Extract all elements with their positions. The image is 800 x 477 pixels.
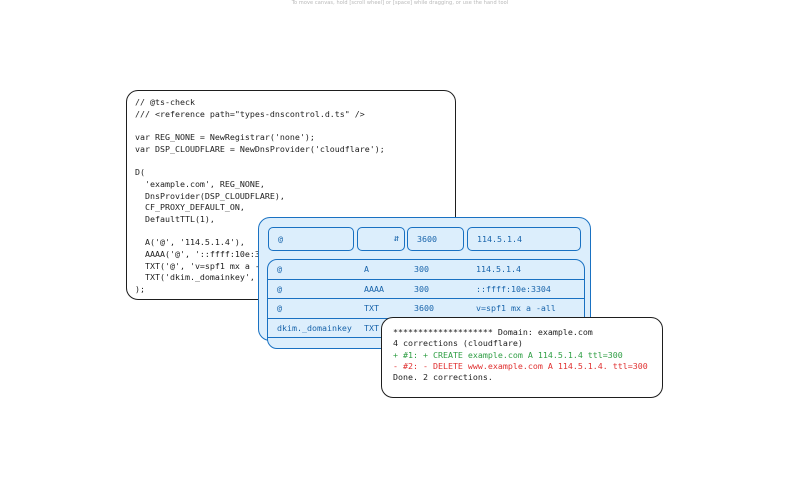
code-line: // @ts-check [135,97,195,107]
code-line: A('@', '114.5.1.4'), [135,237,245,248]
table-row[interactable]: @ TXT 3600 v=spf1 mx a -all [268,299,584,319]
record-name-input[interactable]: @ [268,227,354,251]
record-name: @ [277,283,282,294]
code-line: 'example.com', REG_NONE, [135,178,265,189]
record-ttl-input[interactable]: 3600 [407,227,464,251]
record-value-input[interactable]: 114.5.1.4 [467,227,581,251]
record-name: dkim._domainkey [277,322,352,333]
record-type: A [364,264,369,274]
code-line: DefaultTTL(1), [135,213,215,224]
record-type: TXT [364,322,379,333]
table-row[interactable]: @ A 300 114.5.1.4 [268,260,584,280]
record-value: ::ffff:10e:3304 [476,283,551,294]
code-line: DnsProvider(DSP_CLOUDFLARE), [135,190,285,201]
code-line [135,120,447,132]
output-done: Done. 2 corrections. [393,372,493,383]
code-line: /// <reference path="types-dnscontrol.d.… [135,108,365,119]
code-line: var DSP_CLOUDFLARE = NewDnsProvider('clo… [135,143,385,154]
record-value: 114.5.1.4 [476,264,521,274]
records-table: @ A 300 114.5.1.4 @ AAAA 300 ::ffff:10e:… [267,259,585,349]
record-type: AAAA [364,283,384,294]
terminal-output-card: ******************** Domain: example.com… [381,317,663,398]
chevron-updown-icon: ⇵ [393,234,399,244]
code-line: ); [135,284,145,294]
record-name: @ [277,264,282,274]
record-name: @ [277,303,282,313]
canvas-hint: To move canvas, hold [scroll wheel] or [… [291,0,509,6]
record-type: TXT [364,303,379,313]
code-line: CF_PROXY_DEFAULT_ON, [135,202,245,213]
table-row[interactable]: @ AAAA 300 ::ffff:10e:3304 [268,280,584,299]
code-line [135,155,447,167]
output-create-line: + #1: + CREATE example.com A 114.5.1.4 t… [393,349,623,360]
output-delete-line: - #2: - DELETE www.example.com A 114.5.1… [393,360,648,371]
code-line: D( [135,167,145,178]
output-count: 4 corrections (cloudflare) [393,338,523,349]
code-line: var REG_NONE = NewRegistrar('none'); [135,132,315,143]
record-type-select[interactable]: A ⇵ [357,227,405,251]
record-value: v=spf1 mx a -all [476,303,556,313]
record-ttl: 300 [414,264,429,274]
record-ttl: 300 [414,283,429,294]
record-ttl: 3600 [414,303,434,313]
output-header: ******************** Domain: example.com [393,327,593,337]
code-line: AAAA('@', '::ffff:10e:3304'), [135,248,290,259]
